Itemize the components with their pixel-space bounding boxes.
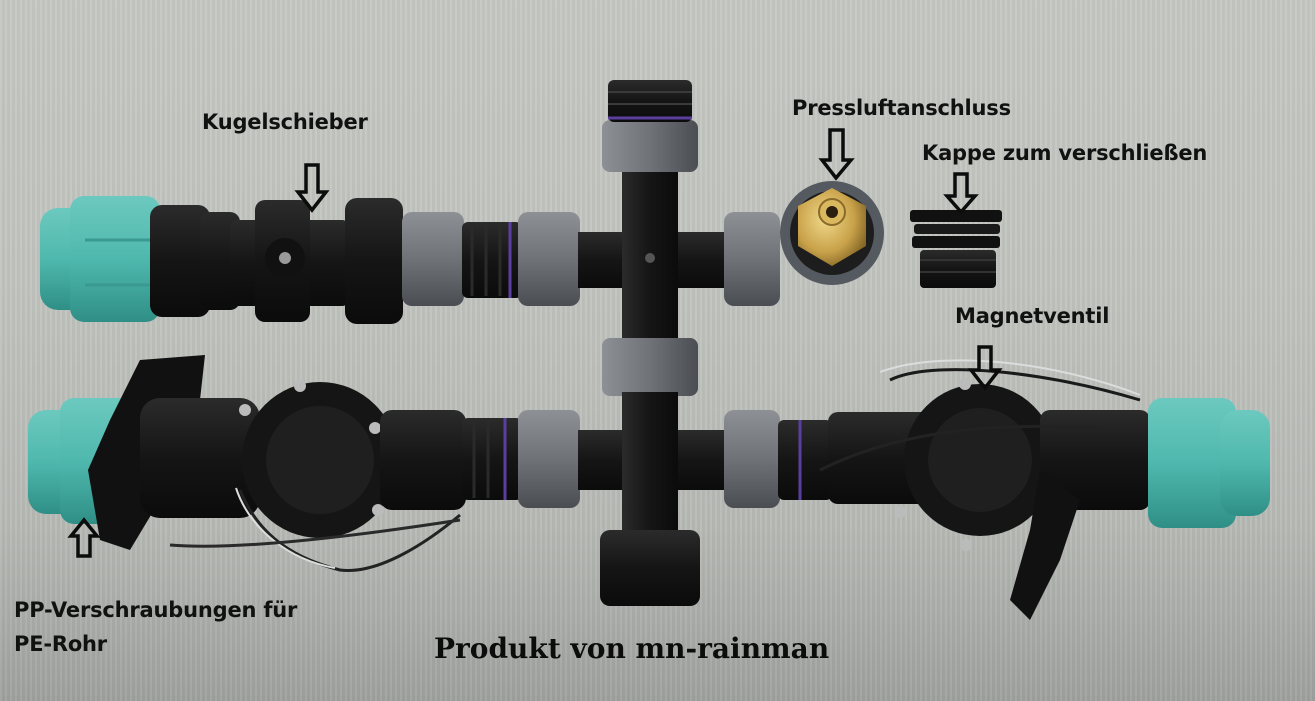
pp-fittings-label-line2: PE-Rohr (14, 632, 107, 656)
ball-valve (150, 198, 403, 324)
arrow-down-icon (943, 172, 979, 215)
pp-fittings-label-line1: PP-Verschraubungen für (14, 598, 298, 622)
arrow-down-icon (967, 345, 1003, 391)
pp-fitting-bottom-right (1148, 398, 1270, 528)
arrow-up-icon (67, 517, 101, 558)
pp-fitting-top-left (40, 196, 160, 322)
air-connection (780, 181, 884, 285)
closing-cap-label: Kappe zum verschließen (922, 141, 1208, 165)
solenoid-valve-left (88, 355, 466, 572)
air-connection-label: Pressluftanschluss (792, 96, 1011, 120)
ball-valve-label: Kugelschieber (202, 110, 368, 134)
solenoid-valve-label: Magnetventil (955, 304, 1110, 328)
brand-caption: Produkt von mn-rainman (434, 632, 830, 665)
solenoid-valve-right (819, 359, 1150, 620)
arrow-down-icon (818, 128, 855, 181)
arrow-down-icon (294, 163, 330, 213)
closing-cap (910, 210, 1002, 288)
